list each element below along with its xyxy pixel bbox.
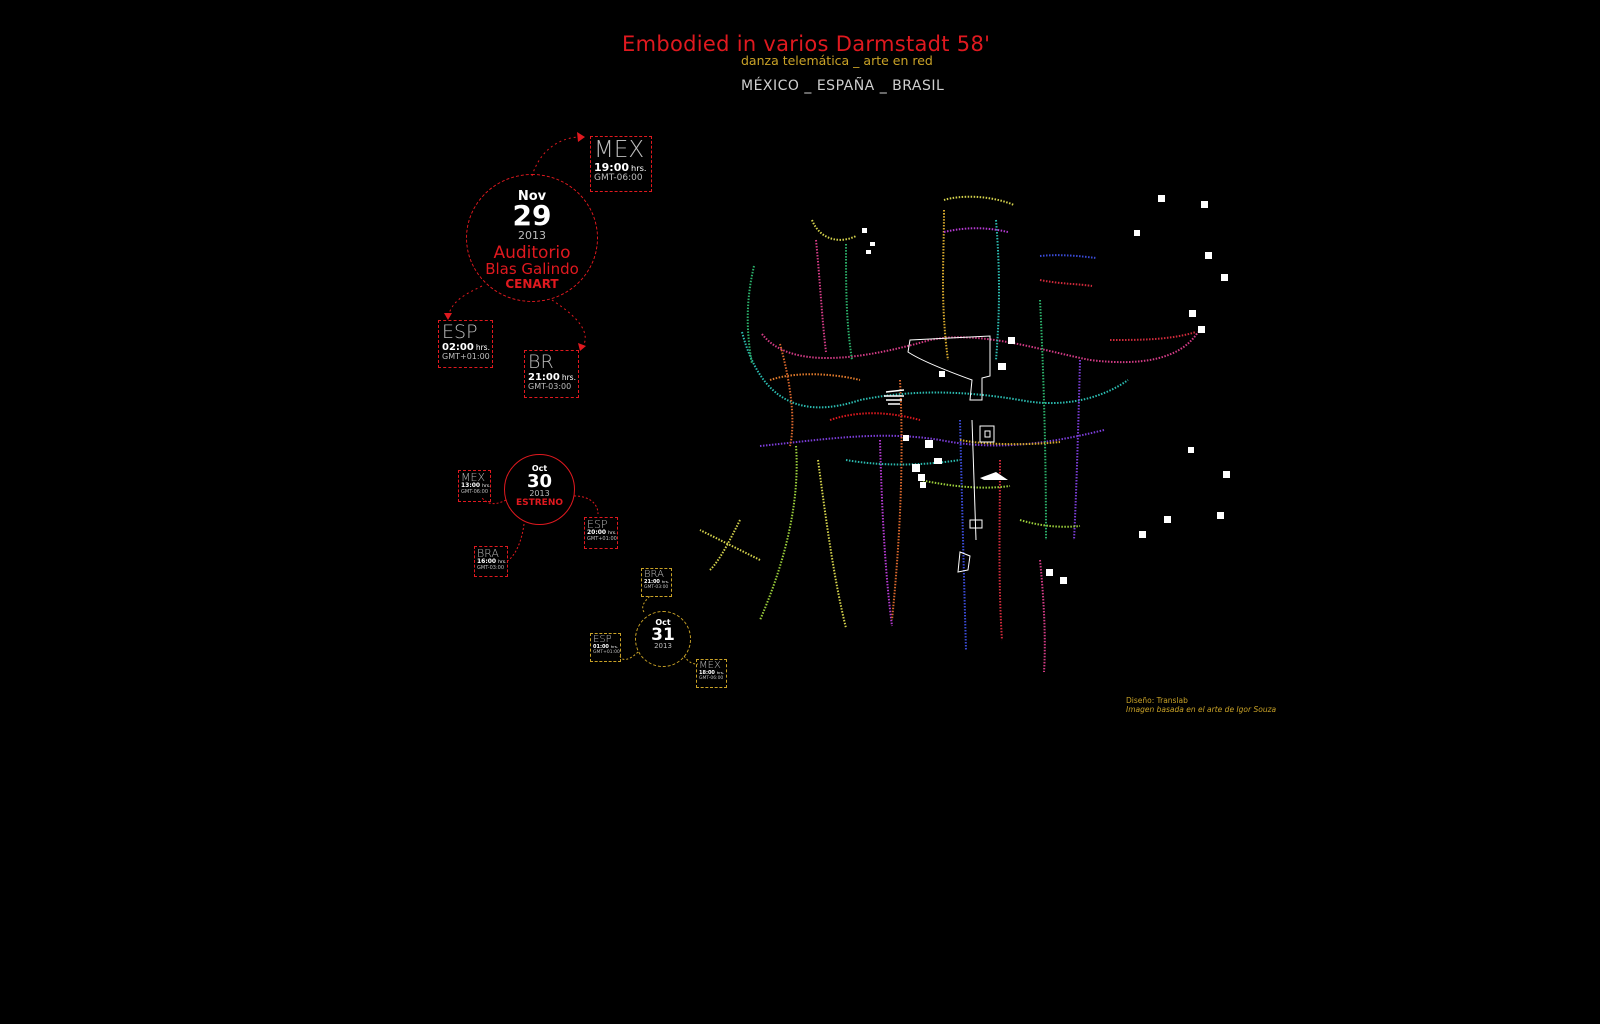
tz-gmt: GMT+01:00: [442, 352, 490, 361]
tz-gmt: GMT-03:00: [528, 382, 572, 391]
connector-oct30-bra: [505, 523, 525, 563]
poster-title: Embodied in varios Darmstadt 58': [622, 32, 991, 56]
connector-oct30-mex: [481, 497, 507, 505]
connector-nov-mex: [531, 136, 585, 177]
connector-oct30-esp: [573, 495, 599, 515]
tz-time: 21:00: [644, 579, 660, 585]
tz-gmt: GMT+01:00: [593, 649, 620, 655]
tz-time: 02:00: [442, 342, 474, 353]
tz-code: MEX: [594, 137, 645, 163]
tz-code: ESP: [442, 321, 478, 343]
tz-code: BRA: [477, 547, 499, 560]
event-oct31-month: Oct: [655, 618, 671, 627]
event-nov29-venue-2: Blas Galindo: [485, 259, 579, 278]
drawing-lines: [699, 195, 1199, 673]
event-nov29-circle: Nov 29 2013 Auditorio Blas Galindo CENAR…: [466, 174, 598, 302]
tz-time: 16:00: [477, 558, 497, 565]
scribble: [884, 389, 905, 405]
arrow-nov-esp: [444, 313, 452, 320]
tz-hrs: hrs.: [561, 373, 576, 382]
tz-hrs: hrs.: [475, 343, 490, 352]
tz-gmt: GMT-06:00: [594, 173, 643, 184]
tz-hrs: hrs.: [608, 531, 617, 536]
tz-hrs: hrs.: [661, 580, 669, 584]
event-oct31-year: 2013: [654, 642, 672, 651]
connector-nov-br: [551, 299, 586, 349]
white-triangle: [980, 472, 1008, 480]
tz-hrs: hrs.: [498, 560, 507, 565]
tz-code: ESP: [587, 518, 608, 531]
countries-line: MÉXICO _ ESPAÑA _ BRASIL: [741, 78, 945, 94]
event-nov29-venue-3: CENART: [505, 277, 559, 292]
event-nov29-day: 29: [512, 199, 552, 232]
poster-subtitle: danza telemática _ arte en red: [741, 53, 933, 68]
event-oct31-day: 31: [651, 625, 675, 645]
event-oct30-day: 30: [526, 471, 553, 492]
tz-time: 20:00: [587, 529, 607, 536]
tz-gmt: GMT+01:00: [587, 535, 617, 542]
event-oct30-year: 2013: [529, 489, 550, 499]
connector-oct31-esp: [619, 651, 639, 660]
tz-hrs: hrs.: [610, 645, 618, 649]
credit-design: Diseño: Translab: [1126, 696, 1188, 705]
white-squares: [862, 195, 1230, 584]
credit-image: Imagen basada en el arte de Igor Souza: [1126, 704, 1277, 714]
tz-time: 21:00: [528, 372, 560, 383]
event-oct31-circle: Oct 31 2013: [635, 611, 691, 667]
event-oct30-label: ESTRENO: [515, 498, 564, 509]
tz-gmt: GMT-03:00: [644, 584, 669, 590]
tz-gmt: GMT-06:00: [699, 675, 724, 681]
arrow-nov-mex: [577, 132, 585, 142]
tz-gmt: GMT-06:00: [461, 488, 488, 495]
event-oct30-circle: Oct 30 2013 ESTRENO: [504, 454, 575, 525]
white-outlines: [907, 335, 995, 573]
tz-hrs: hrs.: [482, 484, 491, 489]
event-nov29-month: Nov: [517, 189, 547, 204]
tz-code: MEX: [461, 471, 485, 484]
tz-hrs: hrs.: [716, 671, 724, 675]
event-nov29-year: 2013: [518, 228, 546, 242]
tz-time: 13:00: [461, 482, 481, 489]
tz-hrs: hrs.: [631, 163, 647, 173]
event-oct30-month: Oct: [531, 464, 548, 473]
tz-time: 18:00: [699, 670, 715, 676]
connector-oct31-bra: [642, 595, 651, 613]
tz-time: 01:00: [593, 644, 609, 650]
tz-code: BRA: [644, 569, 664, 580]
credits: Diseño: Translab Imagen basada en el art…: [1126, 696, 1277, 714]
tz-code: MEX: [699, 660, 721, 671]
tz-gmt: GMT-03:00: [477, 564, 504, 571]
tz-code: ESP: [593, 634, 612, 645]
event-nov29-venue-1: Auditorio: [493, 242, 571, 263]
arrow-nov-br: [578, 343, 586, 351]
tz-time: 19:00: [594, 161, 630, 174]
tz-code: BR: [528, 351, 554, 373]
